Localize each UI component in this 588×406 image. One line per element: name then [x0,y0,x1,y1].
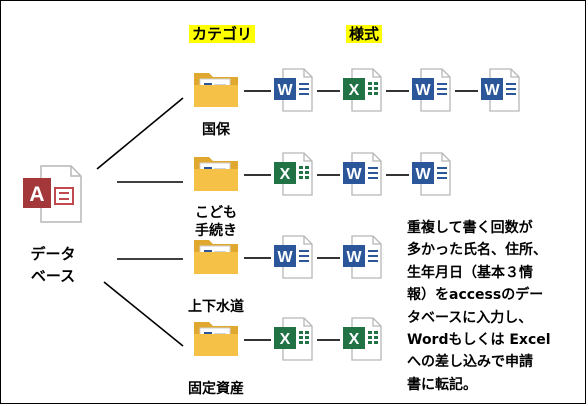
connector-line [244,174,271,176]
note-line-7: への差し込みで申請 [407,354,533,371]
svg-text:X: X [280,331,291,348]
connector-line [244,90,271,92]
word-document-icon: W [342,152,382,200]
note-line-3: 生年月日（基本３情 [407,264,533,281]
excel-document-icon: X [342,317,382,365]
svg-text:W: W [415,82,431,99]
svg-text:W: W [415,166,431,183]
note-line-5: タベースに入力し、 [407,309,533,326]
word-document-icon: W [480,68,520,116]
word-document-icon: W [273,235,313,283]
category-header: カテゴリ [189,25,256,43]
word-document-icon: W [411,68,451,116]
svg-text:X: X [349,82,360,99]
word-document-icon: W [273,68,313,116]
note-line-8: 書に転記。 [407,376,477,393]
svg-text:X: X [349,331,360,348]
connector-line [317,174,340,176]
connector-line [386,90,409,92]
svg-text:W: W [484,82,500,99]
category-label: 手続き [195,223,237,239]
category-label: こども [195,205,237,221]
note-line-6: Wordもしくは Excel [407,332,551,349]
connector-line [317,90,340,92]
connector-line [317,339,340,341]
svg-text:W: W [346,249,362,266]
svg-text:W: W [277,82,293,99]
connector-line [244,339,271,341]
folder-icon [192,316,240,362]
word-document-icon: W [342,235,382,283]
svg-text:W: W [277,249,293,266]
excel-document-icon: X [273,317,313,365]
category-label: 上下水道 [188,299,244,315]
note-line-2: 多かった氏名、住所、 [407,242,547,259]
folder-icon [192,234,240,280]
folder-icon [192,151,240,197]
svg-text:A: A [29,183,44,206]
folder-icon [192,67,240,113]
explanation-note: 重複して書く回数が 多かった氏名、住所、 生年月日（基本３情 報）をaccess… [407,217,583,396]
svg-text:X: X [280,166,291,183]
note-line-4: 報）をaccessのデー [407,287,544,304]
note-line-1: 重複して書く回数が [407,220,533,236]
connector-line [386,174,409,176]
connector-line [244,257,271,259]
connector-line [317,257,340,259]
word-document-icon: W [411,152,451,200]
excel-document-icon: X [273,152,313,200]
connector-line [455,90,478,92]
excel-document-icon: X [342,68,382,116]
database-label-line1: データ [30,245,76,263]
svg-text:W: W [346,166,362,183]
database-label-line2: ベース [30,267,76,285]
category-label: 固定資産 [188,381,244,397]
format-header: 様式 [346,25,383,43]
category-label: 国保 [202,122,230,138]
access-icon: A [19,164,85,226]
